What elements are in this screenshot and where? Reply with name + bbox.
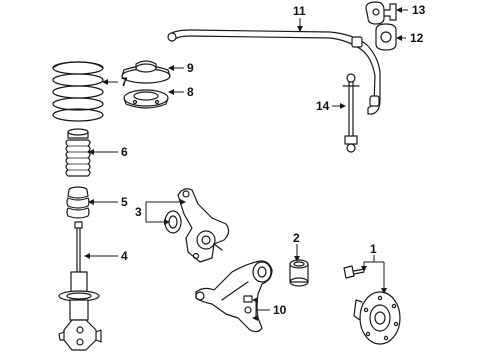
callout-6: 6 xyxy=(121,145,128,159)
strut-mount xyxy=(121,60,171,84)
spring-seat xyxy=(123,89,169,109)
wheel-bearing xyxy=(289,259,309,287)
callout-12: 12 xyxy=(410,31,424,45)
callout-7: 7 xyxy=(121,75,128,89)
callout-5: 5 xyxy=(121,195,128,209)
callout-14: 14 xyxy=(316,99,330,113)
lower-control-arm xyxy=(195,260,273,333)
leader-lines xyxy=(84,7,408,321)
callout-11: 11 xyxy=(293,4,306,18)
stabilizer-link xyxy=(342,73,360,153)
callout-1: 1 xyxy=(370,242,377,256)
bump-stop xyxy=(66,186,90,219)
stabilizer-bushing xyxy=(375,23,397,51)
callout-8: 8 xyxy=(187,85,194,99)
strut-assembly xyxy=(58,221,102,351)
wheel-hub xyxy=(353,291,401,345)
callout-13: 13 xyxy=(412,3,426,17)
wheel-bearing-seal xyxy=(164,210,182,234)
hub-bolt xyxy=(343,265,365,279)
callout-9: 9 xyxy=(187,61,194,75)
stabilizer-bar xyxy=(167,29,381,115)
coil-spring xyxy=(52,61,104,122)
callout-2: 2 xyxy=(293,231,300,245)
callout-10: 10 xyxy=(273,303,287,317)
callout-labels: 1 2 3 4 5 6 7 8 9 10 11 12 13 14 xyxy=(121,3,426,317)
steering-knuckle xyxy=(177,188,230,263)
bushing-bracket xyxy=(365,1,397,25)
dust-boot xyxy=(65,128,91,177)
callout-4: 4 xyxy=(121,249,128,263)
callout-3: 3 xyxy=(135,205,142,219)
